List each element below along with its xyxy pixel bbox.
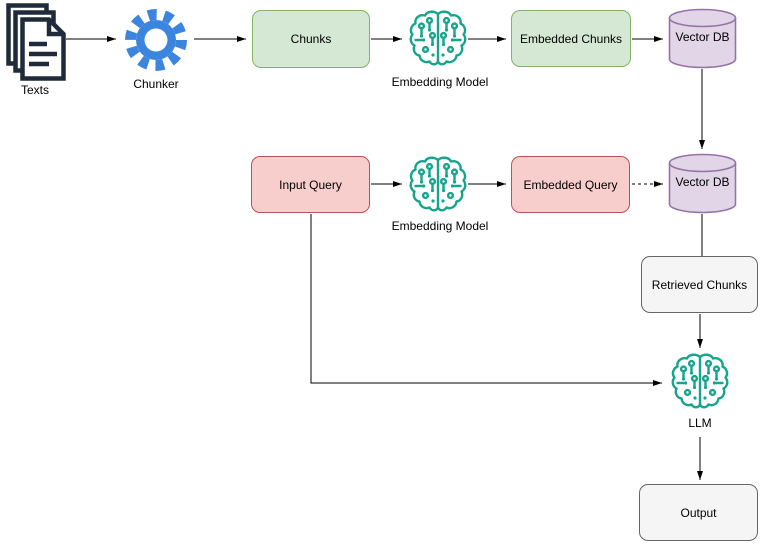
vector-db-query-node: Vector DB [668,153,737,214]
vector-db-query-label: Vector DB [675,175,730,189]
input-query-node: Input Query [251,156,370,213]
embedding-model-top-icon [408,9,468,67]
edge-input-query-llm [310,214,662,386]
embedding-model-query-label: Embedding Model [391,219,489,233]
llm-icon [670,352,730,410]
chunker-label: Chunker [133,77,179,91]
chunks-node: Chunks [252,10,370,68]
texts-icon [6,3,66,81]
vector-db-top-node: Vector DB [668,8,737,69]
embedded-chunks-node: Embedded Chunks [511,10,631,67]
output-node: Output [639,484,758,541]
embedded-query-node: Embedded Query [511,156,630,213]
retrieved-chunks-node-label: Retrieved Chunks [651,277,748,292]
embedding-model-top-label: Embedding Model [391,75,489,89]
retrieved-chunks-node: Retrieved Chunks [641,256,758,313]
chunks-node-label: Chunks [290,32,332,46]
input-query-node-label: Input Query [279,177,342,192]
texts-label: Texts [20,83,49,97]
output-node-label: Output [680,505,717,520]
embedded-query-node-label: Embedded Query [523,177,618,192]
embedded-chunks-node-label: Embedded Chunks [519,31,623,46]
llm-label: LLM [688,416,712,430]
embedding-model-query-icon [408,155,468,213]
chunker-gear-icon [121,5,191,75]
vector-db-top-label: Vector DB [675,30,730,44]
